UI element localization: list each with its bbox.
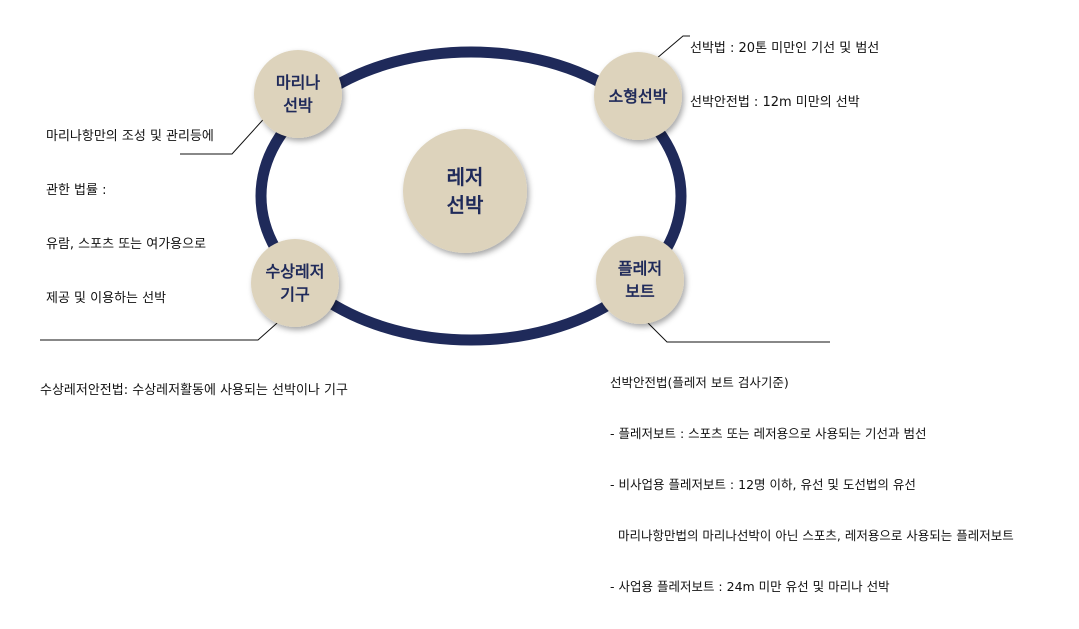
note-pleasure: 선박안전법(플레저 보트 검사기준) - 플레저보트 : 스포츠 또는 레저용으… bbox=[610, 340, 1014, 629]
node-small-circle bbox=[594, 52, 682, 140]
main-ring bbox=[255, 46, 687, 346]
note-small-line: 선박안전법 : 12m 미만의 선박 bbox=[690, 95, 860, 110]
note-marina: 마리나항만의 조성 및 관리등에 관한 법률 : 유람, 스포츠 또는 여가용으… bbox=[46, 92, 214, 344]
diagram-stage: 레저 선박 마리나 선박 소형선박 수상레저 기구 플레저 보트 선박법 : 2… bbox=[40, 4, 1014, 594]
node-marina-circle bbox=[254, 50, 342, 138]
note-marina-line: 마리나항만의 조성 및 관리등에 bbox=[46, 129, 214, 144]
note-water: 수상레저안전법: 수상레저활동에 사용되는 선박이나 기구 bbox=[40, 346, 348, 436]
center-circle bbox=[403, 129, 527, 253]
center-label-line1: 레저 bbox=[447, 165, 484, 189]
node-small: 소형선박 bbox=[594, 52, 682, 140]
node-marina-line2: 선박 bbox=[283, 96, 313, 115]
note-pleasure-line: 선박안전법(플레저 보트 검사기준) bbox=[610, 375, 789, 390]
note-marina-line: 유람, 스포츠 또는 여가용으로 bbox=[46, 237, 207, 252]
note-marina-line: 관한 법률 : bbox=[46, 183, 107, 198]
note-small-line: 선박법 : 20톤 미만인 기선 및 범선 bbox=[690, 41, 880, 56]
diagram-canvas: 레저 선박 마리나 선박 소형선박 수상레저 기구 플레저 보트 bbox=[40, 35, 830, 346]
center-label-line2: 선박 bbox=[447, 193, 484, 217]
node-pleasure-line1: 플레저 bbox=[618, 259, 662, 278]
note-small: 선박법 : 20톤 미만인 기선 및 범선 선박안전법 : 12m 미만의 선박 bbox=[690, 4, 879, 148]
node-pleasure-circle bbox=[596, 236, 684, 324]
leader-line-water bbox=[40, 315, 286, 341]
node-water-circle bbox=[251, 239, 339, 327]
center-node: 레저 선박 bbox=[403, 129, 527, 253]
node-pleasure: 플레저 보트 bbox=[596, 236, 684, 324]
leader-line-marina bbox=[180, 111, 271, 155]
note-marina-line: 제공 및 이용하는 선박 bbox=[46, 291, 167, 306]
leader-line-pleasure bbox=[639, 314, 830, 343]
note-pleasure-line: - 비사업용 플레저보트 : 12명 이하, 유선 및 도선법의 유선 bbox=[610, 477, 916, 492]
note-water-line: 수상레저안전법: 수상레저활동에 사용되는 선박이나 기구 bbox=[40, 383, 348, 398]
note-pleasure-line: - 사업용 플레저보트 : 24m 미만 유선 및 마리나 선박 bbox=[610, 579, 890, 594]
node-marina: 마리나 선박 bbox=[254, 50, 342, 138]
node-water-line1: 수상레저 bbox=[266, 262, 325, 281]
note-pleasure-line: - 플레저보트 : 스포츠 또는 레저용으로 사용되는 기선과 범선 bbox=[610, 426, 927, 441]
node-small-line1: 소형선박 bbox=[609, 87, 668, 106]
note-pleasure-line: 마리나항만법의 마리나선박이 아닌 스포츠, 레저용으로 사용되는 플레저보트 bbox=[610, 528, 1014, 543]
node-water-line2: 기구 bbox=[280, 285, 310, 304]
node-water: 수상레저 기구 bbox=[251, 239, 339, 327]
node-pleasure-line2: 보트 bbox=[625, 282, 655, 301]
node-marina-line1: 마리나 bbox=[276, 73, 320, 92]
